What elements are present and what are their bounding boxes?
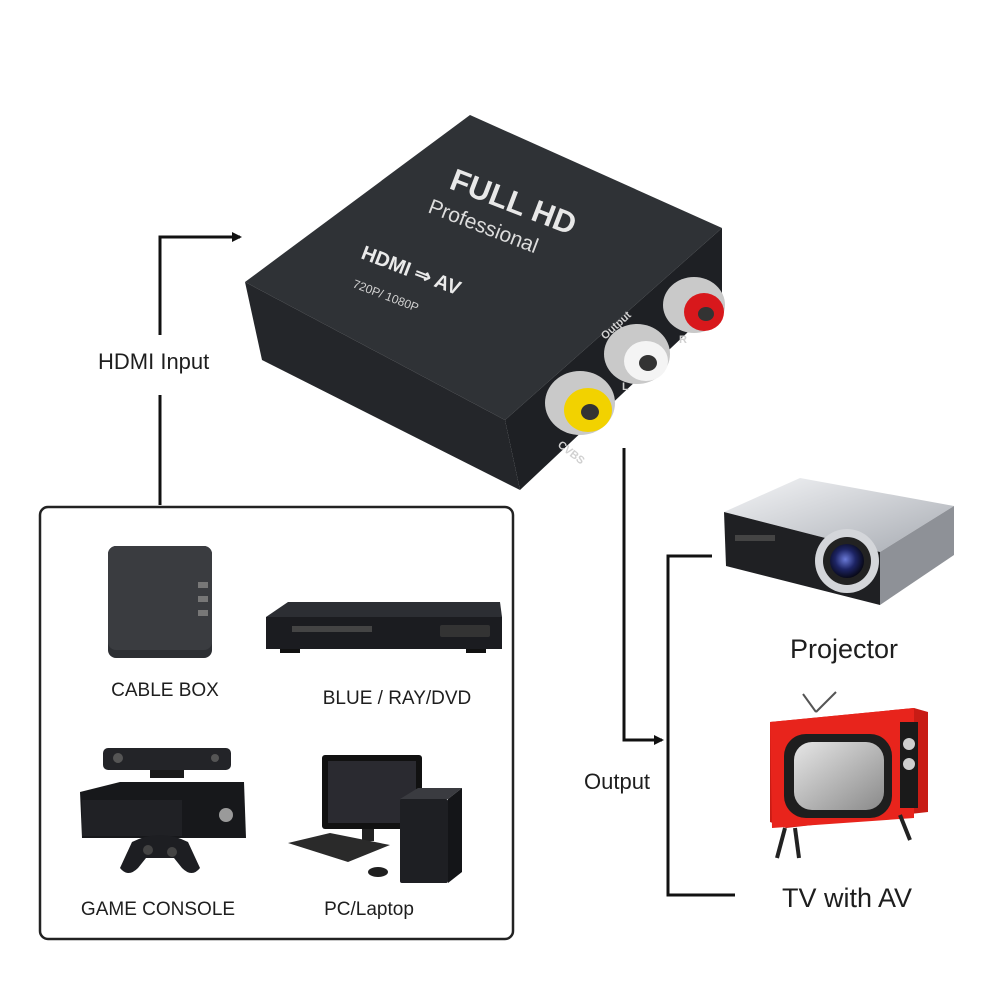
output-line bbox=[622, 448, 664, 745]
target-label-projector: Projector bbox=[790, 634, 899, 664]
output-label: Output bbox=[584, 769, 651, 794]
device-label-blu-ray: BLUE / RAY/DVD bbox=[322, 688, 472, 709]
pc-laptop-icon bbox=[288, 755, 462, 883]
port-right bbox=[663, 277, 725, 333]
hdmi-to-av-converter: FULL HD Professional HDMI ⇒ AV 720P/ 108… bbox=[245, 115, 725, 490]
device-label-game-console: GAME CONSOLE bbox=[80, 899, 236, 920]
input-devices-panel bbox=[38, 505, 515, 941]
game-console-icon bbox=[80, 748, 246, 873]
converter-left-face bbox=[245, 282, 520, 490]
hdmi-input-label: HDMI Input bbox=[98, 349, 210, 374]
device-label-pc-laptop: PC/Laptop bbox=[324, 899, 414, 920]
converter-top-face bbox=[245, 115, 722, 420]
cable-box-icon bbox=[108, 546, 212, 658]
connector-lines bbox=[158, 232, 735, 897]
blu-ray-dvd-player-icon bbox=[266, 602, 502, 653]
port-cvbs bbox=[545, 371, 615, 435]
port-left-label: L bbox=[622, 381, 629, 393]
tv-icon bbox=[770, 691, 928, 859]
projector-icon bbox=[724, 478, 954, 605]
device-label-cable-box: CABLE BOX bbox=[111, 680, 219, 701]
output-bracket bbox=[666, 554, 735, 897]
hdmi-input-arrow-head-line bbox=[158, 232, 242, 335]
port-right-label: R bbox=[679, 334, 687, 346]
port-left bbox=[604, 324, 670, 384]
target-label-tv: TV with AV bbox=[782, 883, 913, 913]
port-cvbs-label: CVBS bbox=[555, 439, 586, 467]
